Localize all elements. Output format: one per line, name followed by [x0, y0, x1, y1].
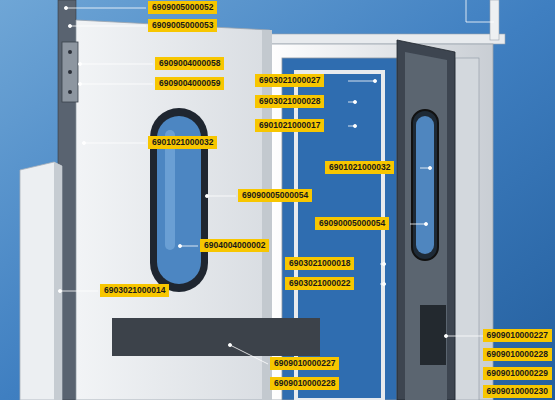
- callout-number: 6901021000032: [325, 161, 394, 174]
- callout-number: 6903021000027: [255, 74, 324, 87]
- callout-number: 69090005000054: [238, 189, 312, 202]
- callout-number: 6903021000014: [100, 284, 169, 297]
- callout-number: 6909010000227: [270, 357, 339, 370]
- callout-number: 6909010000230: [483, 385, 552, 398]
- callout-number: 6909004000058: [155, 57, 224, 70]
- callout-number: 6909004000059: [155, 77, 224, 90]
- callout-number: 6903021000022: [285, 277, 354, 290]
- callout-number: 6901021000017: [255, 119, 324, 132]
- callout-number: 6909010000229: [483, 367, 552, 380]
- callout-number: 6903021000018: [285, 257, 354, 270]
- callout-number: 6904004000002: [200, 239, 269, 252]
- callout-number: 6909010000227: [483, 329, 552, 342]
- callout-number: 6909005000052: [148, 1, 217, 14]
- callout-number: 6901021000032: [148, 136, 217, 149]
- callout-number: 69090005000054: [315, 217, 389, 230]
- callout-number: 6903021000028: [255, 95, 324, 108]
- callout-number: 6909005000053: [148, 19, 217, 32]
- callout-number: 6909010000228: [270, 377, 339, 390]
- callout-number: 6909010000228: [483, 348, 552, 361]
